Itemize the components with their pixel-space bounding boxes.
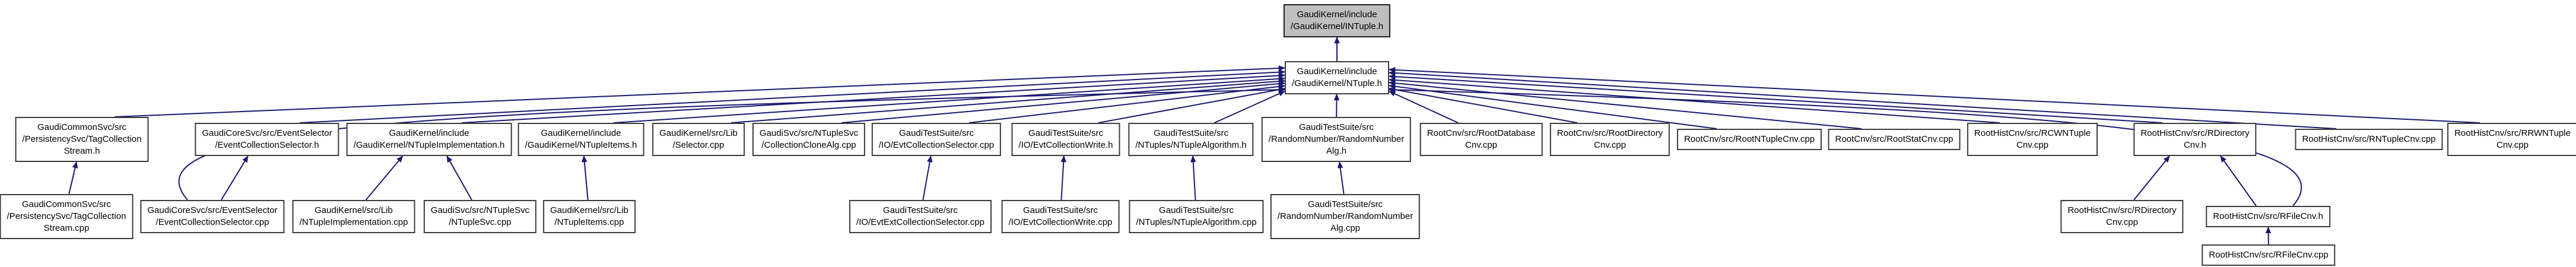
graph-node-rrwntuplecnv-cpp[interactable]: RootHistCnv/src/RRWNTuple Cnv.cpp <box>2447 123 2576 156</box>
include-edge <box>1190 155 1196 201</box>
graph-node-ntuplealg-cpp[interactable]: GaudiTestSuite/src /NTuples/NTupleAlgori… <box>1129 200 1264 233</box>
include-edge <box>730 78 1286 123</box>
include-edge <box>1388 80 1862 129</box>
include-edge <box>299 69 1286 123</box>
include-edge <box>1060 155 1067 201</box>
include-edge <box>446 155 472 201</box>
graph-node-rootdircnv-cpp[interactable]: RootCnv/src/RootDirectory Cnv.cpp <box>1549 123 1670 156</box>
graph-node-ntupleitems-cpp[interactable]: GaudiKernel/src/Lib /NTupleItems.cpp <box>543 200 636 233</box>
include-edge <box>1388 67 2480 123</box>
graph-node-rootntuplecnv-cpp[interactable]: RootCnv/src/RootNTupleCnv.cpp <box>1676 129 1822 150</box>
include-edge <box>2133 155 2170 201</box>
graph-node-ntuplealg-h[interactable]: GaudiTestSuite/src /NTuples/NTupleAlgori… <box>1128 123 1254 156</box>
include-edge <box>613 76 1286 123</box>
graph-node-evcollsel-h[interactable]: GaudiCoreSvc/src/EventSelector /EventCol… <box>195 123 339 156</box>
graph-node-rootdbcnv-cpp[interactable]: RootCnv/src/RootDatabase Cnv.cpp <box>1419 123 1543 156</box>
graph-node-rootstatcnv-cpp[interactable]: RootCnv/src/RootStatCnv.cpp <box>1828 129 1961 150</box>
include-edge <box>582 155 589 201</box>
include-edge <box>1388 90 1459 123</box>
include-edge <box>1214 90 1286 123</box>
graph-node-ntupleitems-h[interactable]: GaudiKernel/include /GaudiKernel/NTupleI… <box>517 123 644 156</box>
include-edge <box>221 155 249 201</box>
graph-node-randomalg-cpp[interactable]: GaudiTestSuite/src /RandomNumber/RandomN… <box>1270 194 1421 239</box>
graph-node-io-evtcollsel-cpp[interactable]: GaudiTestSuite/src /IO/EvtCollectionSele… <box>871 123 1002 156</box>
include-edge <box>461 72 1286 123</box>
graph-node-collclone-cpp[interactable]: GaudiSvc/src/NTupleSvc /CollectionCloneA… <box>752 123 866 156</box>
include-edge <box>114 65 1286 117</box>
graph-node-io-evtcollwrite-cpp[interactable]: GaudiTestSuite/src /IO/EvtCollectionWrit… <box>1001 200 1120 233</box>
graph-node-tagstream-cpp[interactable]: GaudiCommonSvc/src /PersistencySvc/TagCo… <box>0 194 134 239</box>
graph-node-rfilecnv-h[interactable]: RootHistCnv/src/RFileCnv.h <box>2206 206 2330 227</box>
graph-node-rdircnv-h[interactable]: RootHistCnv/src/RDirectory Cnv.h <box>2133 123 2257 156</box>
include-edge <box>1388 87 2302 206</box>
include-edge <box>1388 77 2000 123</box>
include-edge <box>1098 87 1286 123</box>
include-edge <box>922 155 933 201</box>
graph-node-ntuplesvc-cpp[interactable]: GaudiSvc/src/NTupleSvc /NTupleSvc.cpp <box>423 200 537 233</box>
graph-node-io-evtextcollsel-cpp[interactable]: GaudiTestSuite/src /IO/EvtExtCollectionS… <box>849 200 992 233</box>
graph-node-evcollsel-cpp[interactable]: GaudiCoreSvc/src/EventSelector /EventCol… <box>140 200 285 233</box>
include-edge <box>2220 155 2257 206</box>
include-edge <box>841 81 1286 123</box>
graph-node-intuple-h[interactable]: GaudiKernel/include /GaudiKernel/INTuple… <box>1283 4 1391 37</box>
graph-node-randomalg-h[interactable]: GaudiTestSuite/src /RandomNumber/RandomN… <box>1261 117 1412 162</box>
graph-node-io-evtcollwrite-h[interactable]: GaudiTestSuite/src /IO/EvtCollectionWrit… <box>1011 123 1120 156</box>
include-edge <box>1388 83 1717 129</box>
include-edge <box>365 155 404 201</box>
graph-node-rdircnv-cpp[interactable]: RootHistCnv/src/RDirectory Cnv.cpp <box>2060 200 2184 233</box>
graph-node-ntupleimpl-h[interactable]: GaudiKernel/include /GaudiKernel/NTupleI… <box>346 123 512 156</box>
include-edge <box>968 84 1286 123</box>
include-edge <box>68 161 78 195</box>
include-edge <box>1388 74 2163 123</box>
include-edge <box>1388 70 2337 129</box>
include-edge <box>1337 161 1345 195</box>
graph-node-ntuple-h[interactable]: GaudiKernel/include /GaudiKernel/NTuple.… <box>1284 61 1390 94</box>
graph-node-rcwntuplecnv-cpp[interactable]: RootHistCnv/src/RCWNTuple Cnv.cpp <box>1967 123 2098 156</box>
graph-node-tagstream-h[interactable]: GaudiCommonSvc/src /PersistencySvc/TagCo… <box>15 117 149 162</box>
include-edge <box>1388 87 1578 123</box>
graph-node-ntupleimpl-cpp[interactable]: GaudiKernel/src/Lib /NTupleImplementatio… <box>292 200 415 233</box>
graph-node-rntuplecnv-cpp[interactable]: RootHistCnv/src/RNTupleCnv.cpp <box>2295 129 2443 150</box>
graph-node-selector-cpp[interactable]: GaudiKernel/src/Lib /Selector.cpp <box>652 123 745 156</box>
graph-node-rfilecnv-cpp[interactable]: RootHistCnv/src/RFileCnv.cpp <box>2202 244 2336 266</box>
